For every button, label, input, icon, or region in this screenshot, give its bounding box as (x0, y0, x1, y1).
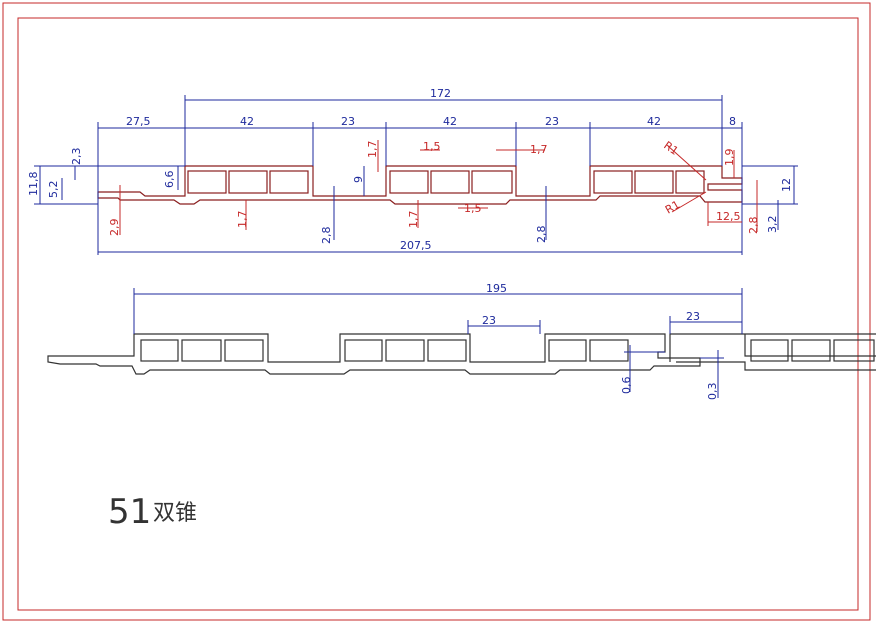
dim-1-5-b: 1,5 (464, 202, 482, 215)
dim-12: 12 (780, 178, 793, 192)
top-profile (97, 165, 743, 205)
chamber (344, 339, 383, 362)
dim-195: 195 (486, 282, 507, 295)
dim-0-3: 0,3 (706, 383, 719, 401)
dim-1-7-a: 1,7 (236, 211, 249, 229)
chamber (181, 339, 222, 362)
drawing-title: 双锥 (153, 501, 197, 526)
chamber (791, 339, 831, 362)
dim-1-7-c: 1,7 (530, 143, 548, 156)
bottom-dimensions: 195 23 23 0,6 0,3 (133, 282, 743, 401)
dim-2-9: 2,9 (108, 219, 121, 237)
chamber (385, 339, 425, 362)
dim-23-left: 23 (482, 314, 496, 327)
top-profile-outline (97, 165, 743, 205)
dim-3-2: 3,2 (766, 216, 779, 234)
chamber (634, 170, 674, 194)
dim-12-5: 12,5 (716, 210, 741, 223)
dim-seg-3: 23 (341, 115, 355, 128)
dim-207-5: 207,5 (400, 239, 432, 252)
radius-1-b: R1 (663, 198, 682, 217)
chamber (471, 170, 513, 194)
dim-seg-4: 42 (443, 115, 457, 128)
chamber (833, 339, 875, 362)
chamber (224, 339, 264, 362)
dim-1-7-d: 1,7 (407, 211, 420, 229)
dim-2-3: 2,3 (70, 148, 83, 166)
dim-11-8: 11,8 (27, 172, 40, 197)
dim-seg-6: 42 (647, 115, 661, 128)
bottom-profile (47, 333, 876, 375)
dim-172: 172 (430, 87, 451, 100)
chamber (548, 339, 587, 362)
dim-1-7-b: 1,7 (366, 141, 379, 159)
chamber (187, 170, 227, 194)
chamber (389, 170, 429, 194)
inner-frame (17, 17, 859, 611)
chamber (228, 170, 268, 194)
chamber (430, 170, 470, 194)
chamber (750, 339, 789, 362)
dim-0-6: 0,6 (620, 377, 633, 395)
dim-seg-1: 27,5 (126, 115, 151, 128)
dim-2-8-b: 2,8 (535, 226, 548, 244)
chamber (593, 170, 633, 194)
dim-seg-2: 42 (240, 115, 254, 128)
dim-seg-7: 8 (729, 115, 736, 128)
top-red-dimensions: 2,9 1,7 1,7 1,5 1,7 1,7 1,5 1,9 R1 R1 12… (108, 139, 760, 236)
drawing-number: 51 (108, 492, 151, 532)
chamber (269, 170, 309, 194)
dim-1-5-a: 1,5 (423, 140, 441, 153)
dim-23-right: 23 (686, 310, 700, 323)
dim-6-6: 6,6 (163, 171, 176, 189)
bottom-profile-outline-right (669, 333, 876, 371)
chamber (427, 339, 467, 362)
dim-1-9: 1,9 (723, 149, 736, 167)
bottom-profile-outline-left (47, 333, 701, 375)
dim-2-8-a: 2,8 (320, 227, 333, 245)
chamber (675, 170, 705, 194)
chamber (140, 339, 179, 362)
dim-seg-5: 23 (545, 115, 559, 128)
top-dimensions: 172 27,5 42 23 42 23 42 8 207,5 11,8 2,3… (27, 87, 798, 255)
dim-5-2: 5,2 (47, 181, 60, 199)
chamber (589, 339, 629, 362)
dim-2-8-c: 2,8 (747, 217, 760, 235)
dim-9: 9 (352, 176, 365, 183)
